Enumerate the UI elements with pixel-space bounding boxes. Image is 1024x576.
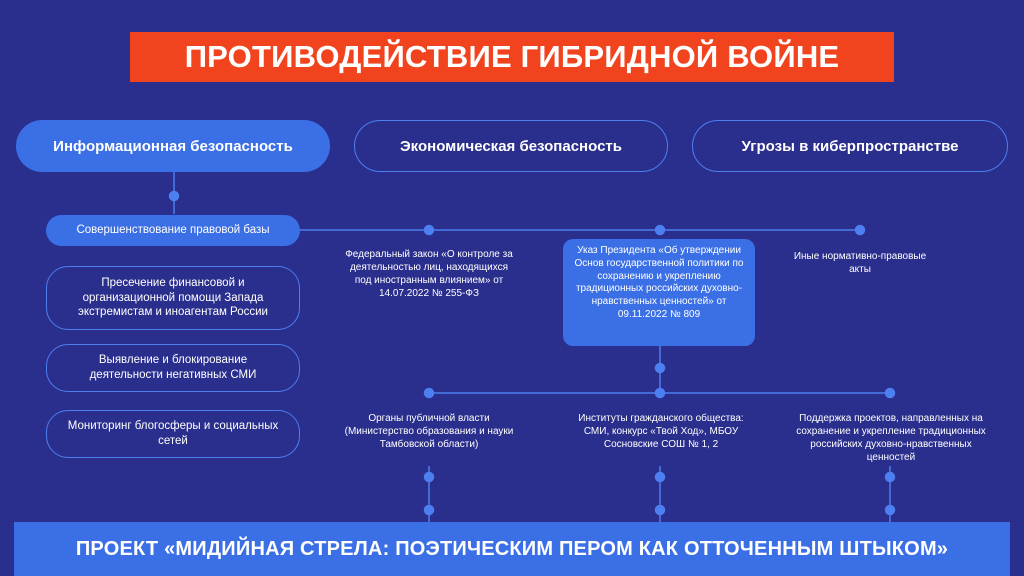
item-legal-base[interactable]: Совершенствование правовой базы: [46, 215, 300, 246]
pill-information-security[interactable]: Информационная безопасность: [16, 120, 330, 172]
item-financial-suppression[interactable]: Пресечение финансовой и организационной …: [46, 266, 300, 330]
page-title: ПРОТИВОДЕЙСТВИЕ ГИБРИДНОЙ ВОЙНЕ: [130, 32, 894, 82]
decree-box: Указ Президента «Об утверждении Основ го…: [563, 239, 755, 346]
project-banner: ПРОЕКТ «МИДИЙНАЯ СТРЕЛА: ПОЭТИЧЕСКИМ ПЕР…: [14, 522, 1010, 576]
federal-law-text: Федеральный закон «О контроле за деятель…: [345, 249, 513, 299]
other-acts-text: Иные нормативно-правовые акты: [793, 251, 927, 275]
pill-economic-security[interactable]: Экономическая безопасность: [354, 120, 668, 172]
actor-civil-institutions: Институты гражданского общества: СМИ, ко…: [578, 413, 744, 450]
pill-cyber-threats[interactable]: Угрозы в киберпространстве: [692, 120, 1008, 172]
item-blog-monitoring[interactable]: Мониторинг блогосферы и социальных сетей: [46, 410, 300, 458]
item-media-blocking[interactable]: Выявление и блокирование деятельности не…: [46, 344, 300, 392]
actor-public-authorities: Органы публичной власти (Министерство об…: [344, 413, 514, 450]
actor-project-support: Поддержка проектов, направленных на сохр…: [796, 413, 986, 463]
